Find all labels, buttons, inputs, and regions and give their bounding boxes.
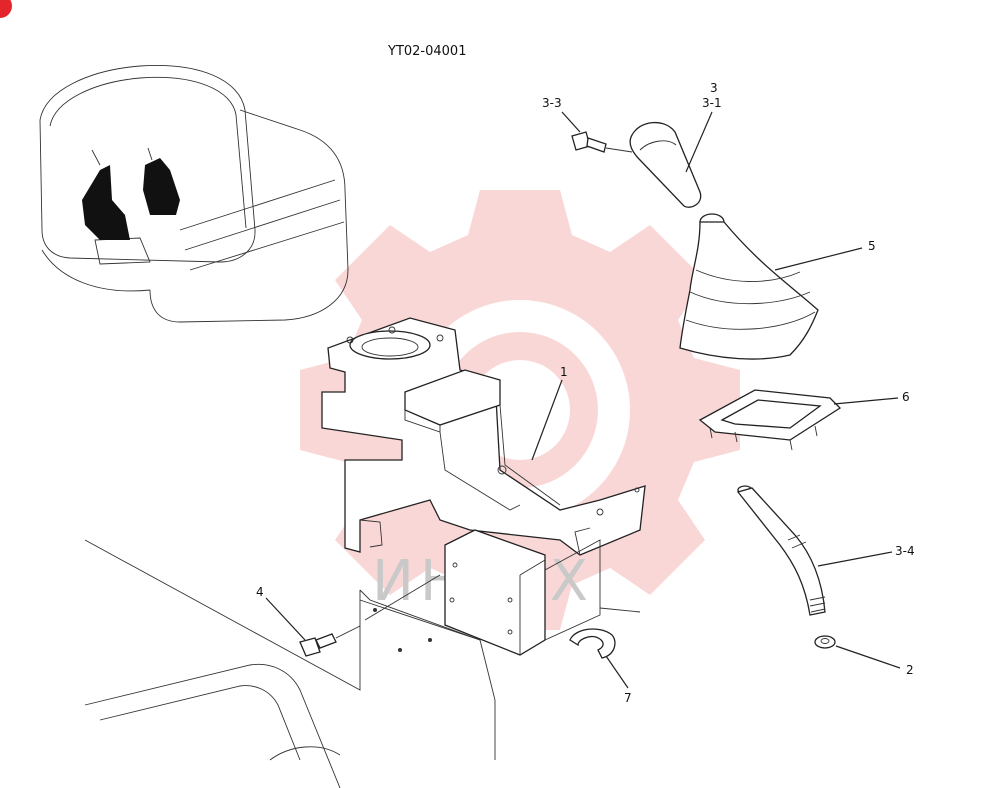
- callout-7: 7: [624, 691, 632, 705]
- callout-3-4: 3-4: [895, 544, 915, 558]
- callout-4: 4: [256, 585, 264, 599]
- knob-bolt: [571, 131, 633, 153]
- lever-nut: [814, 635, 836, 649]
- diagram-title: YT02-04001: [387, 44, 466, 59]
- lever-knob: [629, 121, 702, 208]
- floor-plate: [84, 539, 496, 788]
- callout-3-1: 3-1: [702, 96, 722, 110]
- callout-3-3: 3-3: [542, 96, 562, 110]
- callout-3: 3: [710, 81, 718, 95]
- machine-cab-overview: [39, 65, 349, 323]
- lever-shaft: [736, 485, 826, 616]
- spring-clip: [569, 607, 641, 659]
- callout-6: 6: [902, 390, 910, 404]
- lever-boot: [679, 213, 819, 360]
- callout-2: 2: [906, 663, 914, 677]
- callout-1: 1: [560, 365, 568, 379]
- console-bracket: [321, 317, 646, 556]
- callout-5: 5: [868, 239, 876, 253]
- leader-lines: [265, 111, 901, 689]
- boot-bezel: [698, 389, 842, 451]
- corner-badge: [0, 0, 12, 18]
- mounting-bolt: [299, 574, 441, 657]
- console-lower-box: [444, 529, 601, 656]
